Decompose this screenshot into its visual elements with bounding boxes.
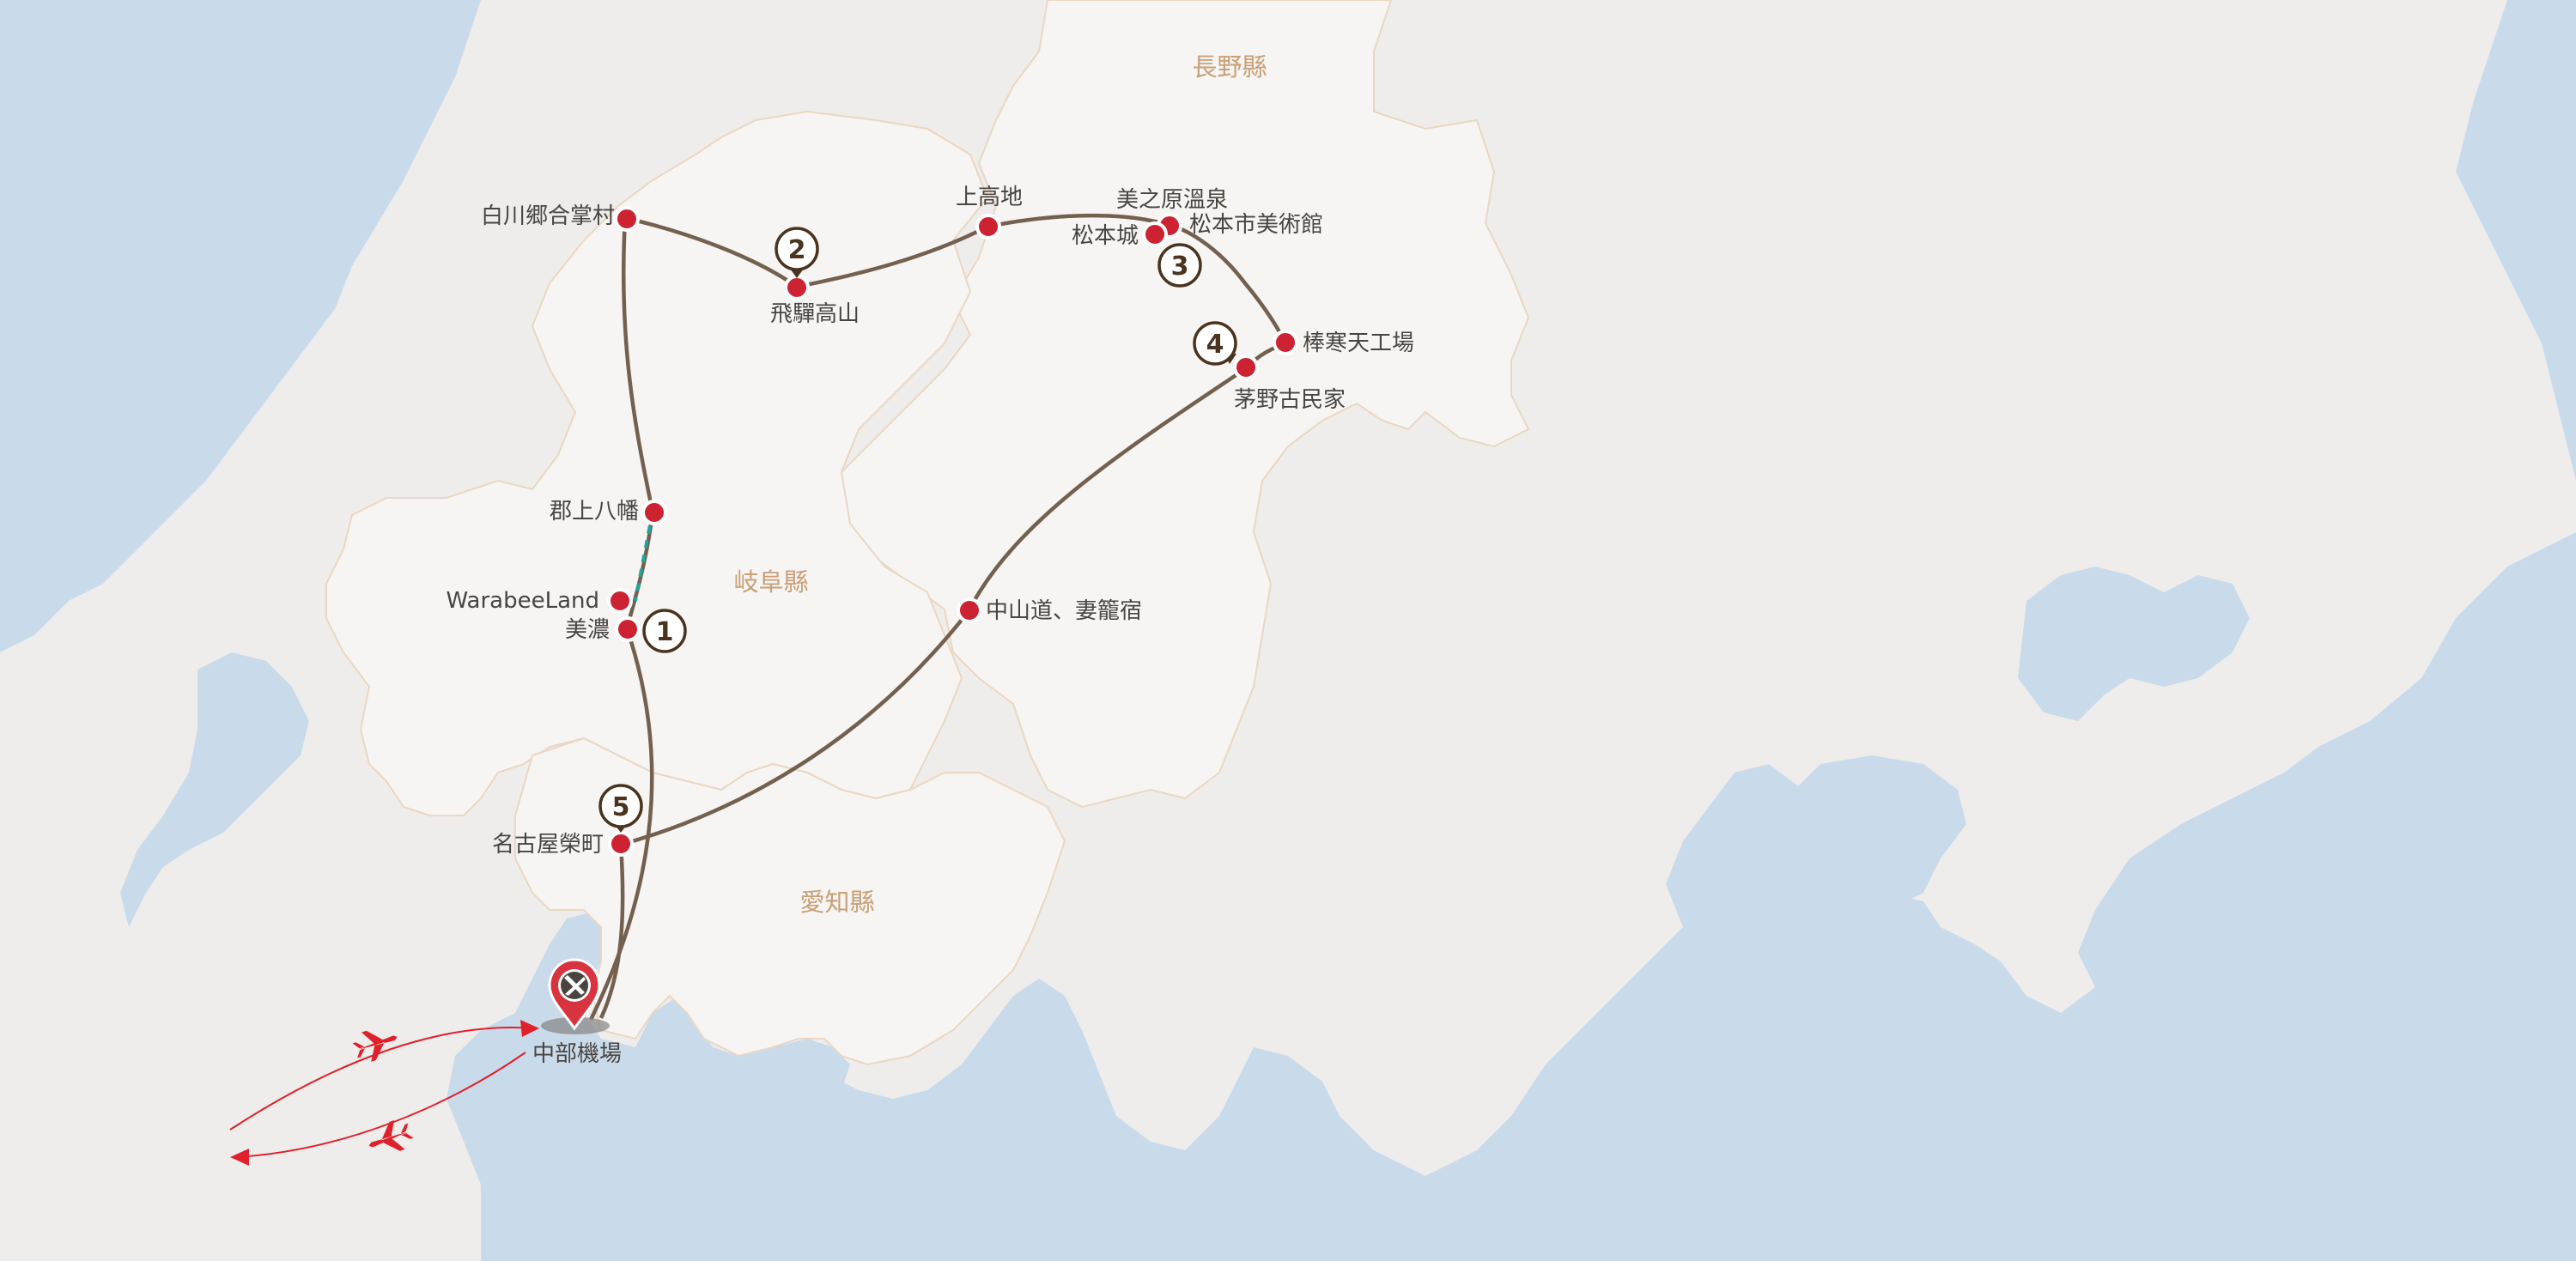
airplane-icon (368, 1119, 414, 1151)
place-label-nakasendo: 中山道、妻籠宿 (986, 598, 1142, 624)
stop-marker-takayama[interactable] (784, 275, 810, 300)
stop-marker-kamikochi[interactable] (975, 214, 1001, 239)
prefecture-aichi (514, 737, 1066, 1066)
flight-arrow-head-outbound (230, 1149, 249, 1166)
route-line-nakasendo-nagoya (620, 609, 970, 847)
route-line-gujo-mino-dashed (634, 511, 654, 602)
stop-marker-warabeeland[interactable] (607, 588, 633, 614)
bay (447, 910, 859, 1261)
stop-marker-chino-house[interactable] (1233, 355, 1259, 380)
route-line-kamikochi-matsumoto (987, 213, 1288, 344)
flight-arrow-head-inbound (520, 1020, 539, 1037)
east-bay (1752, 755, 1966, 936)
place-label-shirakawago: 白川郷合掌村 (481, 203, 615, 229)
region-label-gifu: 岐阜縣 (733, 567, 808, 597)
svg-text:3: 3 (1171, 252, 1189, 282)
svg-text:4: 4 (1206, 330, 1224, 360)
day-marker-1: 1 (642, 609, 687, 653)
stop-marker-mino[interactable] (615, 616, 641, 642)
airport-pin-icon[interactable] (548, 958, 601, 1031)
stop-marker-kanten-factory[interactable] (1273, 330, 1298, 355)
prefecture-gifu (325, 110, 989, 816)
place-label-chino-house: 茅野古民家 (1234, 387, 1346, 413)
place-label-warabeeland: WarabeeLand (447, 588, 600, 614)
stop-marker-shirakawago[interactable] (614, 206, 640, 232)
svg-text:2: 2 (788, 235, 806, 265)
route-line-nagoya-airport (598, 844, 625, 1019)
place-label-matsumoto-museum: 松本市美術館 (1189, 212, 1323, 238)
place-label-utsukushigahara: 美之原溫泉 (1116, 187, 1228, 213)
route-line-mino-shirakawago (621, 217, 655, 629)
svg-text:5: 5 (612, 792, 630, 822)
prefecture-nagano (840, 0, 1530, 809)
route-line-shirakawago-takayama (624, 215, 799, 288)
lake (120, 652, 309, 927)
route-line-takayama-kamikochi (796, 224, 989, 289)
stop-marker-gujo-hachiman[interactable] (641, 500, 667, 525)
airplane-icon (352, 1030, 398, 1062)
east-lake (2018, 567, 2250, 721)
svg-text:1: 1 (656, 617, 674, 647)
region-label-nagano: 長野縣 (1192, 52, 1267, 82)
place-label-gujo-hachiman: 郡上八幡 (550, 499, 639, 524)
flight-arc-inbound (229, 1027, 535, 1131)
place-label-mino: 美濃 (565, 617, 610, 643)
place-label-kanten-factory: 棒寒天工場 (1303, 330, 1414, 356)
region-label-aichi: 愛知縣 (799, 888, 874, 917)
stop-marker-nagoya-sakae[interactable] (608, 831, 634, 857)
stop-marker-nakasendo[interactable] (957, 597, 982, 623)
day-marker-2: 2 (775, 227, 819, 278)
sea-west (0, 0, 481, 635)
stop-marker-matsumoto-castle[interactable] (1142, 221, 1168, 247)
day-marker-3: 3 (1157, 243, 1202, 288)
place-label-chubu-airport: 中部機場 (532, 1041, 622, 1067)
place-label-nagoya-sakae: 名古屋榮町 (492, 832, 604, 858)
place-label-kamikochi: 上高地 (956, 185, 1023, 210)
day-marker-5: 5 (598, 784, 643, 833)
route-line-chino-nakasendo (966, 341, 1286, 613)
place-label-takayama: 飛驒高山 (770, 301, 860, 327)
place-label-matsumoto-castle: 松本城 (1072, 223, 1139, 249)
day-marker-4: 4 (1193, 321, 1237, 366)
